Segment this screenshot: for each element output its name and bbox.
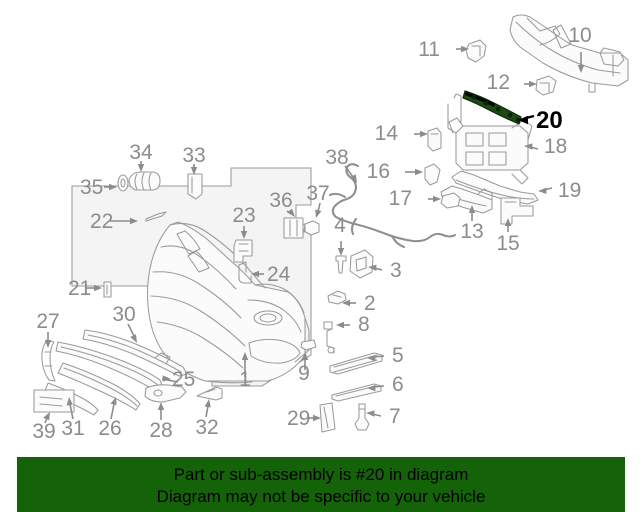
part-side-bracket	[323, 321, 335, 354]
callout-label-27: 27	[36, 310, 59, 333]
callout-label-4: 4	[334, 214, 346, 237]
callout-label-26: 26	[98, 417, 121, 440]
part-radiator-grille	[448, 117, 533, 185]
part-bumper-cover-upper-seal-highlighted	[462, 90, 522, 125]
part-bracket-tab	[440, 192, 461, 209]
part-retainer-clip	[427, 127, 442, 152]
callout-label-28: 28	[149, 419, 172, 442]
part-bracket-center	[233, 239, 253, 263]
part-side-mount-bracket	[500, 197, 534, 225]
callout-label-20: 20	[536, 107, 563, 134]
part-edge-clip	[103, 281, 112, 298]
callout-label-33: 33	[182, 144, 205, 167]
callout-label-22: 22	[90, 210, 113, 233]
callout-label-1: 1	[239, 368, 251, 391]
part-clip-wire	[298, 220, 320, 236]
part-grille-housing	[447, 93, 462, 134]
part-screw-bolt	[335, 255, 347, 274]
callout-label-31: 31	[61, 417, 84, 440]
part-retainer-hook	[238, 261, 252, 284]
callout-label-15: 15	[496, 232, 519, 255]
callout-label-3: 3	[390, 259, 402, 282]
callout-label-29: 29	[287, 407, 310, 430]
callout-label-21: 21	[68, 277, 91, 300]
part-clip-small	[300, 339, 317, 351]
callout-label-37: 37	[306, 182, 329, 205]
callout-label-35: 35	[80, 176, 103, 199]
part-lower-air-deflector	[451, 170, 539, 205]
callout-label-25: 25	[172, 368, 195, 391]
part-stud-fastener	[196, 386, 223, 401]
part-bracket-retainer	[349, 249, 374, 279]
callout-label-34: 34	[129, 141, 153, 164]
callout-label-10: 10	[568, 24, 591, 47]
callout-label-11: 11	[418, 38, 440, 61]
part-trim-molding	[145, 211, 167, 222]
callout-label-36: 36	[269, 189, 292, 212]
part-tow-hook-cover	[144, 384, 187, 403]
callout-label-30: 30	[112, 303, 135, 326]
callout-label-24: 24	[267, 263, 291, 286]
callout-label-7: 7	[389, 405, 401, 428]
callout-label-5: 5	[392, 344, 404, 367]
callout-label-23: 23	[232, 204, 255, 227]
callout-label-18: 18	[544, 135, 567, 158]
part-clip-rectangular	[187, 173, 203, 200]
part-sensor-retainer-ring	[117, 174, 129, 192]
callout-label-12: 12	[487, 71, 510, 94]
part-bracket-square	[283, 217, 304, 239]
callout-label-16: 16	[367, 160, 390, 183]
callout-label-32: 32	[195, 416, 218, 439]
part-side-filler-panel	[319, 402, 336, 433]
part-clip-fastener	[327, 290, 347, 305]
part-push-pin-retainer	[354, 403, 370, 431]
part-mounting-bracket	[465, 39, 487, 63]
part-mounting-bracket-lower	[535, 75, 557, 96]
callout-label-14: 14	[375, 122, 399, 145]
part-upper-grille-molding	[82, 329, 188, 377]
callout-label-13: 13	[460, 220, 483, 243]
part-wiring-harness	[328, 163, 457, 249]
callout-label-19: 19	[558, 179, 581, 202]
callout-labels-group: 1 2 3 4 5 6 7 8 9 10 11 12 13 14 15 16 1…	[32, 24, 591, 443]
part-license-plate-bracket	[33, 389, 75, 413]
callout-label-39: 39	[32, 420, 55, 443]
callout-label-8: 8	[358, 313, 370, 336]
notice-line-secondary: Diagram may not be specific to your vehi…	[156, 486, 486, 506]
part-bracket-hook	[424, 163, 441, 186]
part-park-sensor	[128, 171, 161, 191]
part-side-trim-bracket	[41, 339, 56, 382]
callout-label-2: 2	[364, 292, 376, 315]
callout-label-17: 17	[389, 187, 412, 210]
part-notice-banner: Part or sub-assembly is #20 in diagram D…	[17, 457, 625, 512]
part-bumper-reinforcement-beam	[509, 14, 629, 93]
callout-label-9: 9	[298, 362, 310, 385]
notice-line-primary: Part or sub-assembly is #20 in diagram	[173, 464, 469, 484]
leader-lines-group	[43, 45, 585, 424]
callout-label-6: 6	[392, 373, 404, 396]
part-lower-grille-trim	[57, 362, 141, 411]
part-front-bumper-cover	[146, 221, 310, 384]
callout-label-38: 38	[325, 146, 348, 169]
